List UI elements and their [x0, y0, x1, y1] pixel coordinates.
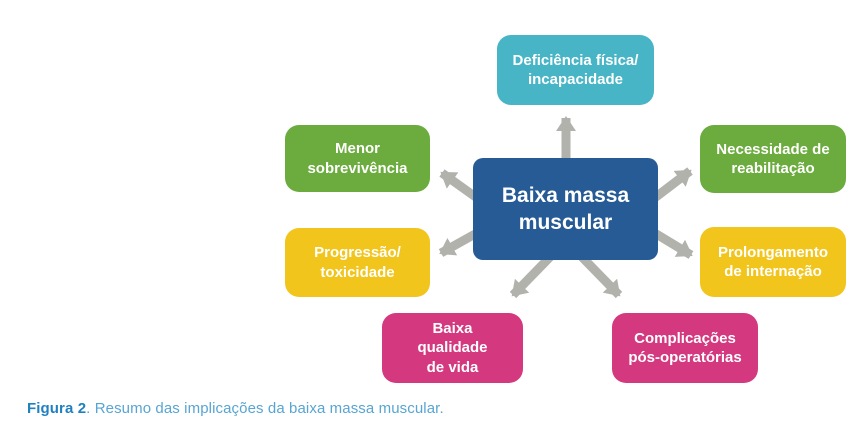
node-label: Baixa massa muscular: [501, 183, 630, 234]
node-label: Prolongamento de internação: [717, 243, 828, 280]
node-prolongamento-de-internacao: Prolongamento de internação: [700, 227, 846, 297]
figure-caption: Figura 2. Resumo das implicações da baix…: [27, 400, 444, 417]
node-progressao-toxicidade: Progressão/ toxicidade: [285, 228, 430, 297]
node-label: Menor sobrevivência: [307, 140, 408, 177]
node-label: Baixa qualidade de vida: [417, 320, 488, 376]
node-label: Necessidade de reabilitação: [716, 140, 830, 177]
node-complicacoes-pos-operatorias: Complicações pós-operatórias: [612, 313, 758, 383]
node-necessidade-de-reabilitacao: Necessidade de reabilitação: [700, 125, 846, 193]
arrow-to-lower-left: [509, 252, 555, 299]
node-menor-sobrevivencia: Menor sobrevivência: [285, 125, 430, 192]
node-label: Deficiência física/ incapacidade: [512, 51, 639, 88]
node-baixa-massa-muscular: Baixa massa muscular: [473, 158, 658, 260]
node-deficiencia-fisica-incapacidade: Deficiência física/ incapacidade: [497, 35, 654, 105]
node-label: Complicações pós-operatórias: [628, 329, 742, 366]
arrow-to-lower-right: [577, 252, 623, 299]
figure-caption-label: Figura 2: [27, 400, 87, 417]
node-baixa-qualidade-de-vida: Baixa qualidade de vida: [382, 313, 523, 383]
node-label: Progressão/ toxicidade: [314, 244, 401, 281]
figure-caption-text: . Resumo das implicações da baixa massa …: [86, 400, 444, 417]
